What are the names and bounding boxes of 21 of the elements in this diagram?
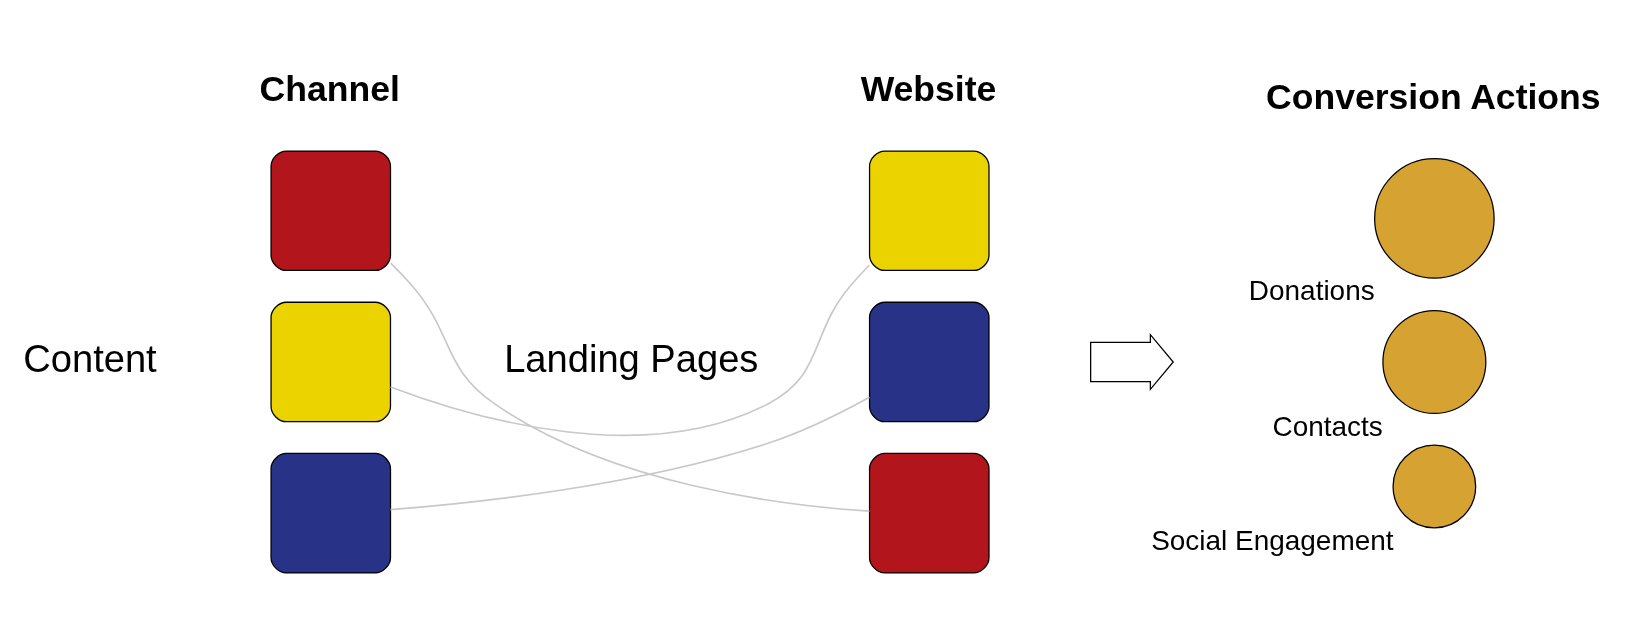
node-arrow [1090, 332, 1175, 392]
node-box [868, 301, 990, 423]
label: Conversion Actions [1266, 76, 1601, 117]
node-label: Donations [1248, 275, 1375, 307]
node-box [270, 452, 392, 574]
label: Content [23, 336, 157, 380]
node-circle [1382, 309, 1487, 415]
connector [389, 262, 871, 512]
node-box [270, 301, 392, 423]
node-box [270, 150, 392, 272]
node-circle [1392, 444, 1477, 529]
node-label: Social Engagement [1151, 525, 1394, 557]
node-circle [1374, 158, 1495, 279]
node-box [868, 150, 990, 272]
connector [389, 396, 871, 511]
label: Website [860, 69, 997, 110]
connector [389, 264, 870, 436]
label: Landing Pages [504, 336, 759, 380]
node-label: Contacts [1272, 410, 1383, 442]
node-box [868, 452, 990, 574]
label: Channel [259, 69, 400, 110]
